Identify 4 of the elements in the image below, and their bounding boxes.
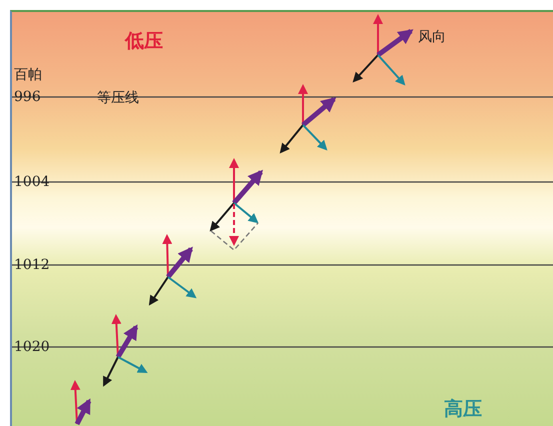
unit-label: 百帕 [14,68,42,82]
region-label: 高压 [444,400,482,419]
region-label: 低压 [125,32,163,51]
arrow-label: 风向 [418,30,446,44]
